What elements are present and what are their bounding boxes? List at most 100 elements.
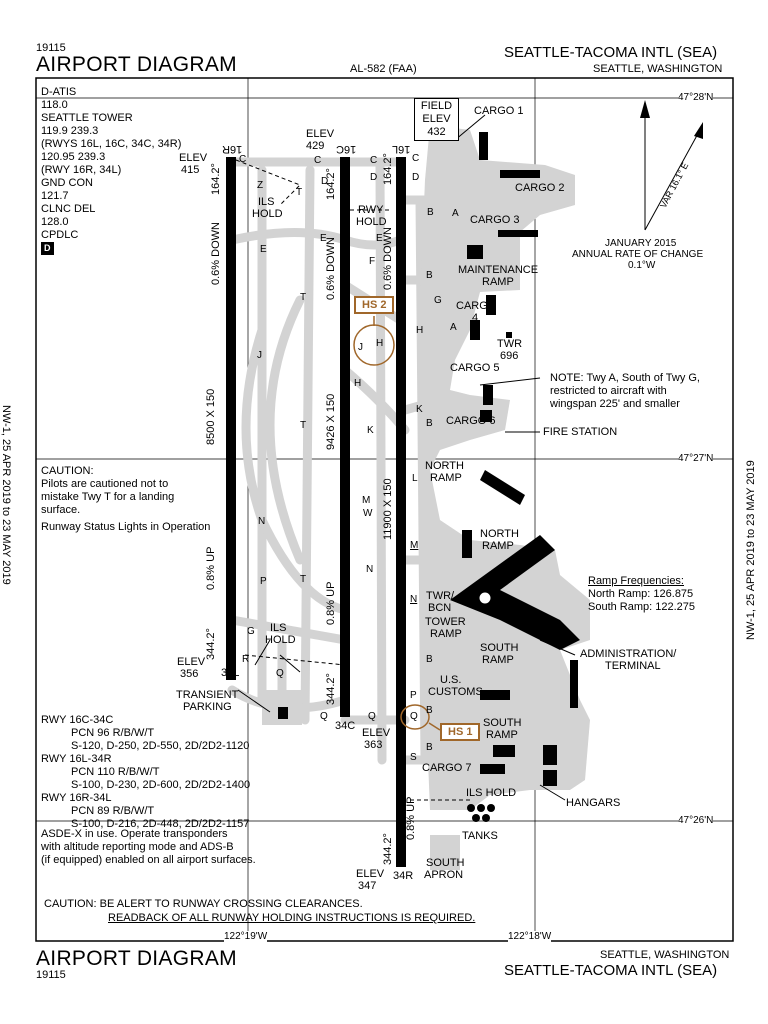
- city-top: SEATTLE, WASHINGTON: [593, 63, 723, 75]
- leader-lines: [237, 114, 576, 801]
- rwy16c-dims: 9426 X 150: [325, 393, 337, 450]
- label-south-apron-b: APRON: [424, 869, 464, 881]
- mag-note-1: JANUARY 2015: [605, 238, 677, 249]
- label-rwy-hold: RWY: [358, 204, 384, 216]
- rwy16c-end: 16C: [336, 143, 357, 155]
- twy-n-3: N: [410, 594, 418, 605]
- label-cargo6: CARGO 6: [446, 415, 496, 427]
- field-elevation-box: FIELD ELEV 432: [414, 98, 459, 141]
- label-tower-ramp: TOWER: [425, 616, 466, 628]
- twy-h-2: H: [416, 325, 424, 336]
- twy-b-3: B: [426, 705, 433, 716]
- rwy16c-elev-value: 429: [306, 140, 325, 152]
- rwy34l-elev-value: 356: [180, 668, 199, 680]
- chart-title-top: AIRPORT DIAGRAM: [36, 53, 237, 76]
- rwy34r-elev-value: 347: [358, 880, 377, 892]
- twy-t-1: T: [296, 187, 303, 198]
- label-tanks: TANKS: [462, 830, 498, 842]
- label-north-ramp-2b: RAMP: [482, 540, 514, 552]
- twy-b-2: B: [426, 654, 433, 665]
- rwy34l-heading: 344.2°: [205, 628, 217, 660]
- lon-right: 122°18'W: [508, 931, 552, 943]
- label-fire-station: FIRE STATION: [543, 426, 618, 438]
- twy-r: R: [242, 654, 250, 665]
- buildings: [278, 132, 580, 786]
- south-apron-area: [430, 835, 460, 870]
- label-cargo5: CARGO 5: [450, 362, 500, 374]
- label-north-ramp-1b: RAMP: [430, 472, 462, 484]
- label-ils-hold-south: ILS HOLD: [466, 787, 517, 799]
- label-cargo7: CARGO 7: [422, 762, 472, 774]
- label-maintenance-ramp: RAMP: [482, 276, 514, 288]
- mag-note-2: ANNUAL RATE OF CHANGE: [572, 249, 704, 260]
- caution-bottom-2: READBACK OF ALL RUNWAY HOLDING INSTRUCTI…: [108, 912, 476, 924]
- label-transient: TRANSIENT: [176, 689, 239, 701]
- rwy34c-heading: 344.2°: [325, 673, 337, 705]
- twy-q-4: Q: [410, 711, 418, 722]
- label-south-ramp-1: SOUTH: [480, 642, 519, 654]
- airport-name-bottom: SEATTLE-TACOMA INTL (SEA): [504, 962, 718, 979]
- note-asde-x: ASDE-X in use. Operate transponders with…: [41, 828, 256, 866]
- twy-m-2: M: [410, 540, 419, 551]
- twy-g: G: [434, 295, 442, 306]
- twy-b-6: B: [426, 270, 433, 281]
- twy-g-2: G: [247, 626, 255, 637]
- twy-b-4: B: [426, 742, 433, 753]
- label-south-ramp-2b: RAMP: [486, 729, 518, 741]
- label-twr-bcn: TWR/: [426, 590, 455, 602]
- label-customs: U.S.: [440, 674, 462, 686]
- hotspot-hs1[interactable]: HS 1: [440, 723, 481, 741]
- rwy34l-end: 34L: [221, 667, 240, 679]
- label-south-ramp-2: SOUTH: [483, 717, 522, 729]
- hotspot-circle-1: [400, 704, 430, 730]
- rwy34r-heading: 344.2°: [382, 833, 394, 865]
- rwy16l-gradient-bottom: 0.8% UP: [405, 796, 417, 840]
- twy-d-2: D: [412, 172, 420, 183]
- twy-a-1: A: [452, 208, 459, 219]
- label-transient-b: PARKING: [183, 701, 232, 713]
- label-cargo4-num: 4: [472, 312, 479, 324]
- twy-t-4: T: [300, 574, 307, 585]
- twy-p-2: P: [410, 690, 417, 701]
- rwy16l-heading-top: 164.2°: [382, 153, 394, 185]
- twy-q-2: Q: [320, 711, 328, 722]
- tanks-symbols: [467, 804, 495, 822]
- label-ils-hold-l-b: HOLD: [265, 634, 296, 646]
- ramp-frequencies: Ramp Frequencies: North Ramp: 126.875 So…: [588, 575, 696, 613]
- label-south-ramp-1b: RAMP: [482, 654, 514, 666]
- label-maintenance: MAINTENANCE: [458, 264, 539, 276]
- twy-s: S: [410, 752, 417, 763]
- twy-e-1: E: [260, 244, 267, 255]
- twy-t-2: T: [300, 292, 307, 303]
- airport-name-top: SEATTLE-TACOMA INTL (SEA): [504, 44, 718, 61]
- rwy16c-gradient-top: 0.6% DOWN: [325, 237, 337, 300]
- label-ils-hold-n: ILS: [258, 196, 275, 208]
- rwy34c-elev-value: 363: [364, 739, 383, 751]
- hotspot-hs2[interactable]: HS 2: [354, 296, 395, 314]
- hold-lines: [235, 159, 470, 801]
- caution-bottom-1: CAUTION: BE ALERT TO RUNWAY CROSSING CLE…: [44, 898, 363, 910]
- twy-j-1: J: [358, 342, 363, 353]
- label-tower-ramp-b: RAMP: [430, 628, 462, 640]
- twy-c-1: C: [239, 154, 247, 165]
- twy-k-1: K: [367, 425, 374, 436]
- twy-w: W: [363, 508, 373, 519]
- city-bottom: SEATTLE, WASHINGTON: [600, 949, 730, 961]
- label-cargo2: CARGO 2: [515, 182, 565, 194]
- label-cargo3: CARGO 3: [470, 214, 520, 226]
- twy-c-2: C: [314, 155, 322, 166]
- runway-16c-34c: [340, 157, 350, 717]
- procedure-number-bottom: 19115: [36, 969, 66, 981]
- chart-id: AL-582 (FAA): [350, 63, 417, 75]
- label-twr: TWR: [497, 338, 523, 350]
- rwy16r-gradient-top: 0.6% DOWN: [210, 222, 222, 285]
- lat-top: 47°28'N: [678, 92, 714, 104]
- rwy34c-elev-label: ELEV: [362, 727, 391, 739]
- label-cargo1: CARGO 1: [474, 105, 524, 117]
- twy-z: Z: [257, 180, 264, 191]
- note-twy-a: NOTE: Twy A, South of Twy G, restricted …: [550, 372, 700, 410]
- mag-note-3: 0.1°W: [628, 260, 656, 271]
- rwy34r-end: 34R: [393, 870, 414, 882]
- label-ils-hold-l: ILS: [270, 622, 287, 634]
- twy-k-2: K: [416, 404, 423, 415]
